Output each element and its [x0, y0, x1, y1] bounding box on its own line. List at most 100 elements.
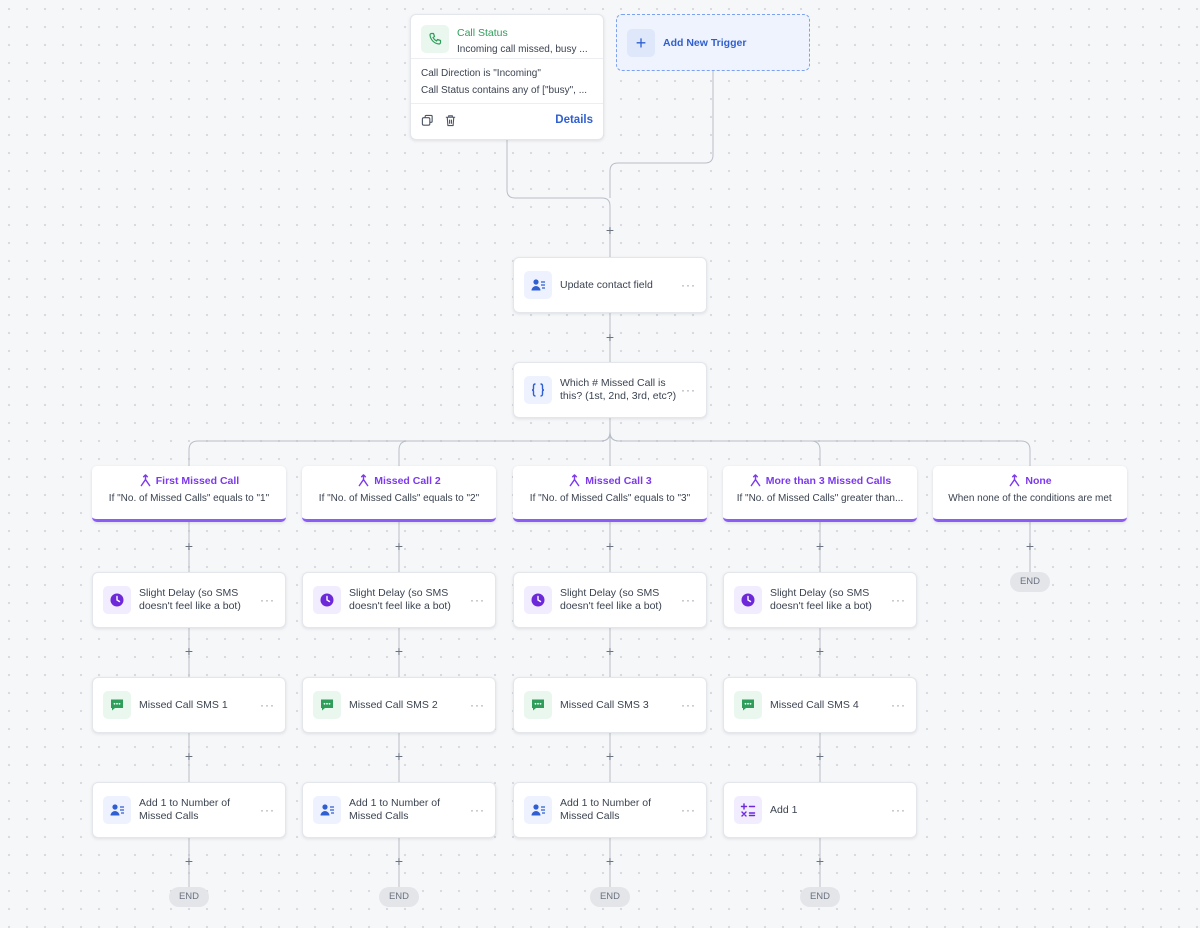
action-label: Add 1 [770, 803, 798, 816]
add-step-button[interactable]: + [394, 853, 404, 869]
more-options-button[interactable]: ··· [891, 803, 906, 817]
action-which-missed-call[interactable]: Which # Missed Call is this? (1st, 2nd, … [513, 362, 707, 418]
action-label: Missed Call SMS 1 [139, 698, 228, 711]
sms-icon [103, 691, 131, 719]
connector-line [609, 71, 714, 198]
action-label: Missed Call SMS 2 [349, 698, 438, 711]
action-missed-call-sms[interactable]: Missed Call SMS 2 ··· [302, 677, 496, 733]
add-step-button[interactable]: + [605, 748, 615, 764]
copy-icon[interactable] [421, 114, 434, 127]
sms-icon [734, 691, 762, 719]
action-slight-delay[interactable]: Slight Delay (so SMS doesn't feel like a… [723, 572, 917, 628]
sms-icon [313, 691, 341, 719]
code-braces-icon [524, 376, 552, 404]
more-options-button[interactable]: ··· [260, 698, 275, 712]
branch-missed-call-2[interactable]: Missed Call 2 If "No. of Missed Calls" e… [302, 466, 496, 522]
action-add-to-missed-calls[interactable]: Add 1 to Number of Missed Calls ··· [513, 782, 707, 838]
branch-title-text: More than 3 Missed Calls [765, 474, 892, 487]
branch-more-than-3-missed-calls[interactable]: More than 3 Missed Calls If "No. of Miss… [723, 466, 917, 522]
action-add-to-missed-calls[interactable]: Add 1 to Number of Missed Calls ··· [302, 782, 496, 838]
action-label: Slight Delay (so SMS doesn't feel like a… [770, 587, 872, 612]
action-label: Add 1 to Number of Missed Calls [139, 797, 231, 822]
add-step-button[interactable]: + [184, 538, 194, 554]
branch-missed-call-3[interactable]: Missed Call 3 If "No. of Missed Calls" e… [513, 466, 707, 522]
details-link[interactable]: Details [555, 114, 593, 126]
contact-icon [524, 796, 552, 824]
add-step-button[interactable]: + [815, 538, 825, 554]
more-options-button[interactable]: ··· [470, 698, 485, 712]
branch-condition: When none of the conditions are met [948, 493, 1112, 504]
trigger-subtitle: Incoming call missed, busy ... [457, 44, 588, 55]
connector-line [398, 431, 611, 466]
connector-line [609, 431, 821, 466]
branch-icon [750, 474, 761, 487]
clock-icon [734, 586, 762, 614]
more-options-button[interactable]: ··· [681, 698, 696, 712]
trigger-condition: Call Direction is "Incoming" [421, 68, 541, 79]
branch-title: More than 3 Missed Calls [723, 474, 917, 487]
branch-first-missed-call[interactable]: First Missed Call If "No. of Missed Call… [92, 466, 286, 522]
math-operators-icon [734, 796, 762, 824]
end-marker: END [800, 887, 840, 907]
add-step-button[interactable]: + [394, 748, 404, 764]
add-step-button[interactable]: + [605, 643, 615, 659]
branch-title-text: None [1025, 474, 1052, 487]
branch-none[interactable]: None When none of the conditions are met [933, 466, 1127, 522]
branch-condition: If "No. of Missed Calls" equals to "3" [529, 493, 691, 504]
add-step-button[interactable]: + [605, 538, 615, 554]
contact-icon [313, 796, 341, 824]
add-step-button[interactable]: + [184, 748, 194, 764]
action-missed-call-sms[interactable]: Missed Call SMS 4 ··· [723, 677, 917, 733]
action-slight-delay[interactable]: Slight Delay (so SMS doesn't feel like a… [513, 572, 707, 628]
add-step-button[interactable]: + [815, 748, 825, 764]
action-label: Missed Call SMS 4 [770, 698, 859, 711]
more-options-button[interactable]: ··· [260, 803, 275, 817]
action-label: Slight Delay (so SMS doesn't feel like a… [139, 587, 241, 612]
contact-icon [103, 796, 131, 824]
more-options-button[interactable]: ··· [681, 803, 696, 817]
add-step-button[interactable]: + [815, 643, 825, 659]
more-options-button[interactable]: ··· [681, 278, 696, 292]
more-options-button[interactable]: ··· [470, 593, 485, 607]
action-slight-delay[interactable]: Slight Delay (so SMS doesn't feel like a… [92, 572, 286, 628]
action-update-contact-field[interactable]: Update contact field ··· [513, 257, 707, 313]
add-new-trigger-button[interactable]: + Add New Trigger [616, 14, 810, 71]
trigger-condition: Call Status contains any of ["busy", ... [421, 85, 588, 96]
phone-icon [421, 25, 449, 53]
more-options-button[interactable]: ··· [681, 383, 696, 397]
add-step-button[interactable]: + [394, 643, 404, 659]
trash-icon[interactable] [444, 114, 457, 127]
add-step-button[interactable]: + [1025, 538, 1035, 554]
branch-icon [140, 474, 151, 487]
action-label: Add 1 to Number of Missed Calls [349, 797, 441, 822]
add-step-button[interactable]: + [605, 329, 615, 345]
more-options-button[interactable]: ··· [470, 803, 485, 817]
trigger-card-call-status[interactable]: Call Status Incoming call missed, busy .… [410, 14, 604, 140]
end-marker: END [169, 887, 209, 907]
action-missed-call-sms[interactable]: Missed Call SMS 3 ··· [513, 677, 707, 733]
action-missed-call-sms[interactable]: Missed Call SMS 1 ··· [92, 677, 286, 733]
branch-title-text: Missed Call 3 [585, 474, 652, 487]
end-marker: END [1010, 572, 1050, 592]
end-marker: END [590, 887, 630, 907]
action-add-1[interactable]: Add 1 ··· [723, 782, 917, 838]
more-options-button[interactable]: ··· [260, 593, 275, 607]
add-step-button[interactable]: + [394, 538, 404, 554]
add-step-button[interactable]: + [184, 643, 194, 659]
more-options-button[interactable]: ··· [891, 698, 906, 712]
branch-icon [569, 474, 580, 487]
more-options-button[interactable]: ··· [891, 593, 906, 607]
clock-icon [313, 586, 341, 614]
more-options-button[interactable]: ··· [681, 593, 696, 607]
branch-condition: If "No. of Missed Calls" greater than... [736, 493, 904, 504]
add-step-button[interactable]: + [184, 853, 194, 869]
branch-title: First Missed Call [92, 474, 286, 487]
add-step-button[interactable]: + [605, 853, 615, 869]
add-step-button[interactable]: + [815, 853, 825, 869]
action-add-to-missed-calls[interactable]: Add 1 to Number of Missed Calls ··· [92, 782, 286, 838]
action-label: Update contact field [560, 278, 653, 291]
add-step-button[interactable]: + [605, 222, 615, 238]
action-slight-delay[interactable]: Slight Delay (so SMS doesn't feel like a… [302, 572, 496, 628]
